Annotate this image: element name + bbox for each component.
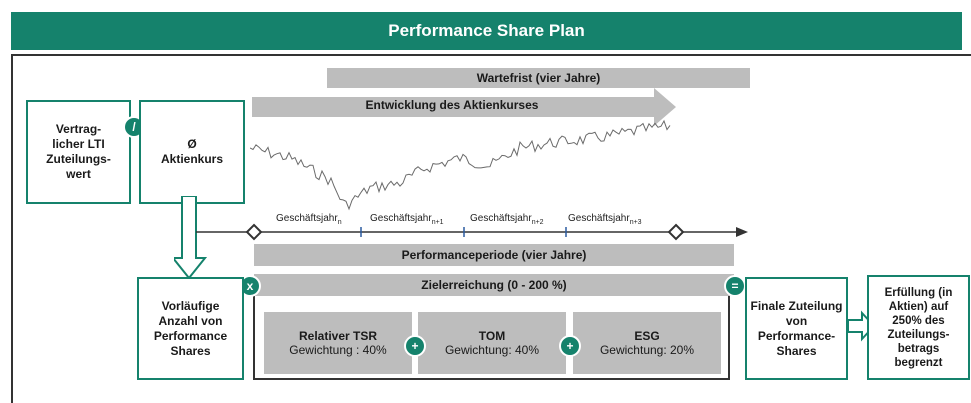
fulfil-line: Erfüllung (in [884, 286, 953, 299]
fy-base: Geschäftsjahr [276, 213, 338, 224]
avg-label: Aktienkurs [160, 152, 224, 166]
timeline-axis [196, 223, 748, 241]
performance-period-label: Performanceperiode (vier Jahre) [401, 248, 587, 262]
performance-period-bar: Performanceperiode (vier Jahre) [254, 244, 734, 266]
kpi-title: ESG [634, 329, 660, 343]
fiscal-year-label: Geschäftsjahrn [276, 213, 342, 226]
wartefrist-bar: Wartefrist (vier Jahre) [327, 68, 750, 88]
kpi-title: Relativer TSR [298, 329, 378, 343]
fulfil-line: betrags [897, 342, 940, 355]
page-title: Performance Share Plan [11, 12, 962, 50]
kpi-bracket [253, 296, 730, 380]
fy-sub: n+1 [431, 219, 444, 226]
fy-sub: n+3 [629, 219, 642, 226]
fy-sub: n [337, 219, 342, 226]
final-line: von [785, 313, 808, 328]
kpi-tile-esg: ESG Gewichtung: 20% [573, 312, 721, 374]
kpi-title: TOM [478, 329, 506, 343]
target-achievement-label: Zielerreichung (0 - 200 %) [421, 278, 567, 292]
fulfil-line: 250% des [892, 314, 945, 327]
wartefrist-label: Wartefrist (vier Jahre) [476, 71, 601, 85]
fy-base: Geschäftsjahr [370, 213, 432, 224]
kpi-tile-tom: TOM Gewichtung: 40% [418, 312, 566, 374]
equals-operator: = [724, 275, 746, 297]
fulfilment-box: Erfüllung (in Aktien) auf 250% des Zutei… [867, 275, 970, 380]
lti-line: Zuteilungs- [46, 152, 111, 166]
kpi-tile-tsr: Relativer TSR Gewichtung : 40% [264, 312, 412, 374]
fiscal-year-label: Geschäftsjahrn+3 [568, 213, 642, 226]
kpi-weight: Gewichtung: 40% [444, 343, 540, 357]
fiscal-year-label: Geschäftsjahrn+2 [470, 213, 544, 226]
stock-price-line [250, 119, 671, 211]
kpi-weight: Gewichtung : 40% [289, 343, 387, 357]
final-line: Performance- [757, 328, 836, 343]
target-achievement-bar: Zielerreichung (0 - 200 %) [254, 274, 734, 296]
entwicklung-label: Entwicklung des Aktienkurses [365, 98, 539, 112]
fulfil-line: begrenzt [894, 356, 943, 369]
kpi-weight: Gewichtung: 20% [599, 343, 695, 357]
final-line: Shares [776, 343, 817, 358]
fiscal-year-label: Geschäftsjahrn+1 [370, 213, 444, 226]
final-line: Finale Zuteilung [750, 298, 843, 313]
lti-line: licher LTI [52, 137, 105, 151]
avg-symbol: Ø [187, 137, 197, 151]
fy-base: Geschäftsjahr [568, 213, 630, 224]
fy-base: Geschäftsjahr [470, 213, 532, 224]
fulfil-line: Zuteilungs- [887, 328, 950, 341]
plus-operator: + [404, 335, 426, 357]
preliminary-shares-box: Vorläufige Anzahl von Performance Shares [137, 277, 244, 380]
frame-top-divider [11, 54, 971, 56]
lti-value-box: Vertrag- licher LTI Zuteilungs- wert [26, 100, 131, 204]
plus-operator: + [559, 335, 581, 357]
fulfil-line: Aktien) auf [888, 300, 949, 313]
prelim-line: Performance [153, 328, 228, 343]
fy-sub: n+2 [531, 219, 544, 226]
frame-left-divider [11, 54, 13, 403]
lti-line: wert [66, 167, 91, 181]
avg-share-price-box: Ø Aktienkurs [139, 100, 245, 204]
prelim-line: Anzahl von [158, 313, 223, 328]
down-arrow [174, 196, 208, 280]
lti-line: Vertrag- [55, 122, 102, 136]
prelim-line: Vorläufige [161, 298, 220, 313]
entwicklung-arrow [252, 88, 676, 126]
prelim-line: Shares [170, 343, 211, 358]
final-allocation-box: Finale Zuteilung von Performance- Shares [745, 277, 848, 380]
